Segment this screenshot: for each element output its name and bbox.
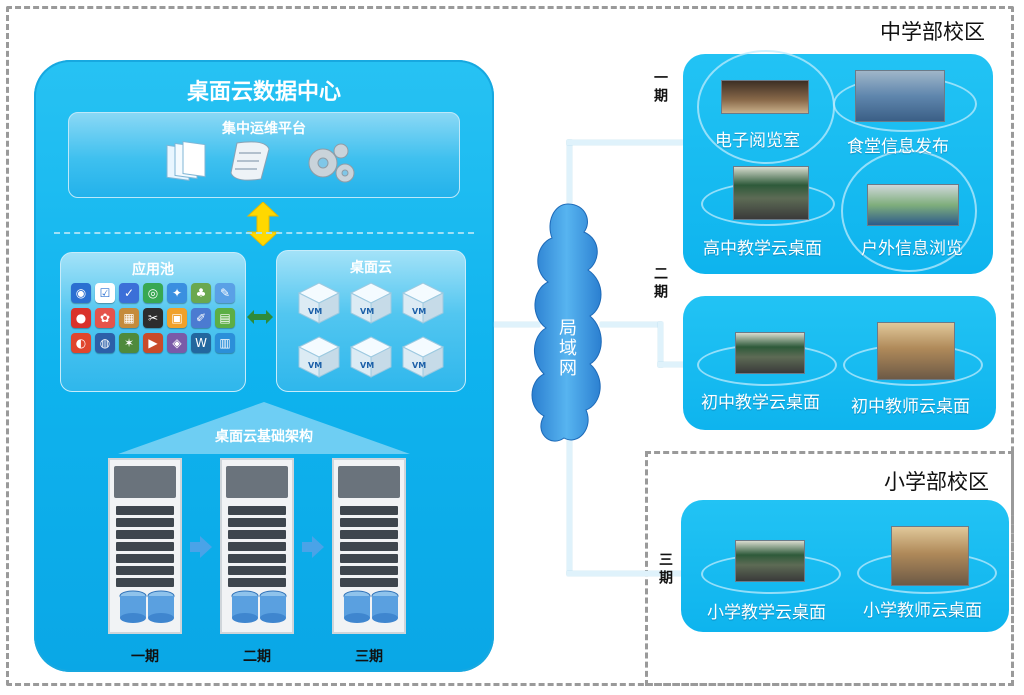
- lan-cloud-icon: [531, 203, 602, 442]
- phase1-panel: 电子阅览室 食堂信息发布 高中教学云桌面 户外信息浏览: [683, 50, 993, 274]
- app-icon: ◍: [95, 333, 115, 353]
- app-icon: ✿: [95, 308, 115, 328]
- app-icon: ▣: [167, 308, 187, 328]
- ops-link-arrow: [246, 202, 280, 246]
- group-label: 小学教学云桌面: [707, 603, 826, 623]
- app-icon: ✎: [215, 283, 235, 303]
- vm-cube-icon: VM: [401, 335, 445, 379]
- link-phase1: [567, 140, 683, 145]
- data-center-panel: 桌面云数据中心 集中运维平台 应用池 ◉: [34, 60, 494, 672]
- app-link-arrow: [247, 310, 273, 324]
- group-label: 食堂信息发布: [847, 137, 949, 157]
- server-rack-icon: [220, 458, 294, 634]
- svg-text:VM: VM: [360, 307, 374, 316]
- svg-text:VM: VM: [308, 361, 322, 370]
- app-icon: ◎: [143, 283, 163, 303]
- junior-class-photo: [735, 332, 805, 374]
- app-icon: ▤: [215, 308, 235, 328]
- app-icon: ◉: [71, 283, 91, 303]
- primary-school-campus-frame: [645, 451, 1014, 686]
- group-label: 初中教师云桌面: [851, 397, 970, 417]
- vm-cube-icon: VM: [297, 281, 341, 325]
- app-icon: ▦: [119, 308, 139, 328]
- group-label: 高中教学云桌面: [703, 239, 822, 259]
- app-icon: ✂: [143, 308, 163, 328]
- gears-icon: [308, 143, 355, 183]
- app-icon: ◐: [71, 333, 91, 353]
- app-icon: ✦: [167, 283, 187, 303]
- middle-school-campus-frame: [6, 6, 1014, 686]
- server-rack-icon: [332, 458, 406, 634]
- app-pool-panel: 应用池 ◉ ☑ ✓ ◎ ✦ ♣ ✎ ● ✿ ▦ ✂ ▣ ✐ ▤ ◐ ◍ ✶ ▶ …: [60, 252, 246, 392]
- svg-text:VM: VM: [308, 307, 322, 316]
- phase-label: 三期: [657, 552, 673, 588]
- server-phase-label: 一期: [131, 649, 159, 665]
- outdoor-kiosk-photo: [867, 184, 959, 226]
- app-icon: ▥: [215, 333, 235, 353]
- lan-trunk-bottom: [567, 440, 572, 575]
- desktop-cloud-panel: 桌面云 VM VM VM VM VM VM: [276, 250, 466, 392]
- app-icon: ✶: [119, 333, 139, 353]
- high-school-class-photo: [733, 166, 809, 220]
- app-icon: ●: [71, 308, 91, 328]
- phase3-panel: 小学教学云桌面 小学教师云桌面: [681, 500, 1009, 632]
- app-icon: ✓: [119, 283, 139, 303]
- app-icon: ☑: [95, 283, 115, 303]
- ops-tools-icon: [166, 140, 355, 183]
- link-phase3: [567, 571, 683, 576]
- phase2-panel: 初中教学云桌面 初中教师云桌面: [683, 296, 996, 430]
- phase-label: 一期: [652, 70, 668, 106]
- desktop-cloud-title: 桌面云: [350, 260, 392, 276]
- vm-cube-icon: VM: [401, 281, 445, 325]
- lan-label: 局域网: [556, 318, 577, 378]
- app-icon: ◈: [167, 333, 187, 353]
- primary-teacher-photo: [891, 526, 969, 586]
- server-rack-icon: [108, 458, 182, 634]
- junior-teacher-photo: [877, 322, 955, 380]
- phase-label: 二期: [652, 266, 668, 302]
- ops-platform-panel: 集中运维平台: [68, 112, 460, 198]
- group-label: 电子阅览室: [715, 131, 800, 151]
- svg-text:VM: VM: [412, 361, 426, 370]
- server-phase-label: 三期: [355, 649, 383, 665]
- primary-class-photo: [735, 540, 805, 582]
- link-phase2-c: [658, 362, 684, 367]
- group-label: 小学教师云桌面: [863, 601, 982, 621]
- vm-cube-icon: VM: [297, 335, 341, 379]
- app-icon: ▶: [143, 333, 163, 353]
- data-center-title: 桌面云数据中心: [186, 80, 341, 105]
- link-phase2-b: [658, 322, 663, 367]
- link-phase2-a: [600, 322, 662, 327]
- middle-school-campus-label: 中学部校区: [880, 20, 985, 44]
- documents-icon: [166, 140, 206, 181]
- group-label: 户外信息浏览: [861, 239, 963, 259]
- lan-trunk-top: [567, 140, 572, 220]
- ops-platform-title: 集中运维平台: [222, 121, 306, 137]
- svg-text:VM: VM: [360, 361, 374, 370]
- server-phase-label: 二期: [243, 649, 271, 665]
- app-icon: ✐: [191, 308, 211, 328]
- vm-cube-icon: VM: [349, 335, 393, 379]
- upgrade-arrow-icon: [302, 536, 324, 562]
- app-icon-grid: ◉ ☑ ✓ ◎ ✦ ♣ ✎ ● ✿ ▦ ✂ ▣ ✐ ▤ ◐ ◍ ✶ ▶ ◈ W …: [71, 283, 235, 353]
- e-reading-room-photo: [721, 80, 809, 114]
- app-pool-title: 应用池: [132, 262, 174, 278]
- highlight-ring: [841, 150, 977, 272]
- group-label: 初中教学云桌面: [701, 393, 820, 413]
- svg-text:VM: VM: [412, 307, 426, 316]
- app-icon: W: [191, 333, 211, 353]
- infrastructure-title: 桌面云基础架构: [215, 429, 313, 445]
- upgrade-arrow-icon: [190, 536, 212, 562]
- vm-cube-icon: VM: [349, 281, 393, 325]
- infrastructure-roof: [118, 402, 410, 454]
- scroll-icon: [230, 141, 270, 181]
- primary-school-campus-label: 小学部校区: [884, 470, 989, 494]
- canteen-display-photo: [855, 70, 945, 122]
- app-icon: ♣: [191, 283, 211, 303]
- section-divider: [54, 232, 474, 234]
- dc-lan-link: [494, 322, 540, 327]
